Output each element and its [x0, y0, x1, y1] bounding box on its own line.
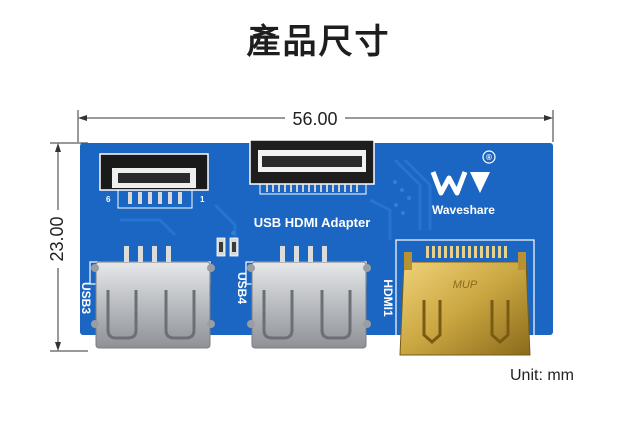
ffc-small-pin-left: 6	[106, 195, 111, 204]
waveshare-logo: ® Waveshare	[430, 150, 496, 217]
ffc-large-pins	[266, 184, 358, 192]
usb4-label: USB4	[235, 272, 249, 304]
hdmi-pins	[426, 246, 507, 258]
unit-label: Unit: mm	[510, 367, 574, 384]
width-dimension: 56.00	[77, 109, 554, 142]
pcb-vias	[231, 180, 411, 235]
registered-mark: ®	[486, 153, 492, 162]
smd-components	[216, 237, 239, 257]
usb4-connector: USB4	[235, 246, 371, 349]
height-label: 23.00	[47, 216, 67, 261]
waveshare-logo-a	[470, 172, 490, 193]
waveshare-logo-mark	[430, 171, 468, 196]
height-dimension: 23.00	[47, 142, 88, 352]
registered-icon	[482, 150, 496, 164]
usb3-connector: USB3	[79, 246, 215, 349]
brand-label: Waveshare	[432, 203, 495, 217]
ffc-connector-small: 6 1	[99, 153, 209, 209]
ffc-connector-large	[249, 139, 375, 195]
adapter-board: 6 1 USB HDMI Adapter ®	[79, 139, 553, 356]
usb3-label: USB3	[79, 282, 93, 314]
page-title: 產品尺寸	[246, 22, 391, 62]
board-name-label: USB HDMI Adapter	[254, 215, 371, 230]
ffc-small-pin-right: 1	[200, 195, 205, 204]
width-label: 56.00	[292, 109, 337, 129]
hdmi1-label: HDMI1	[381, 279, 395, 317]
hdmi-engraving: MUP	[453, 279, 478, 291]
hdmi1-connector: MUP HDMI1	[381, 239, 535, 356]
